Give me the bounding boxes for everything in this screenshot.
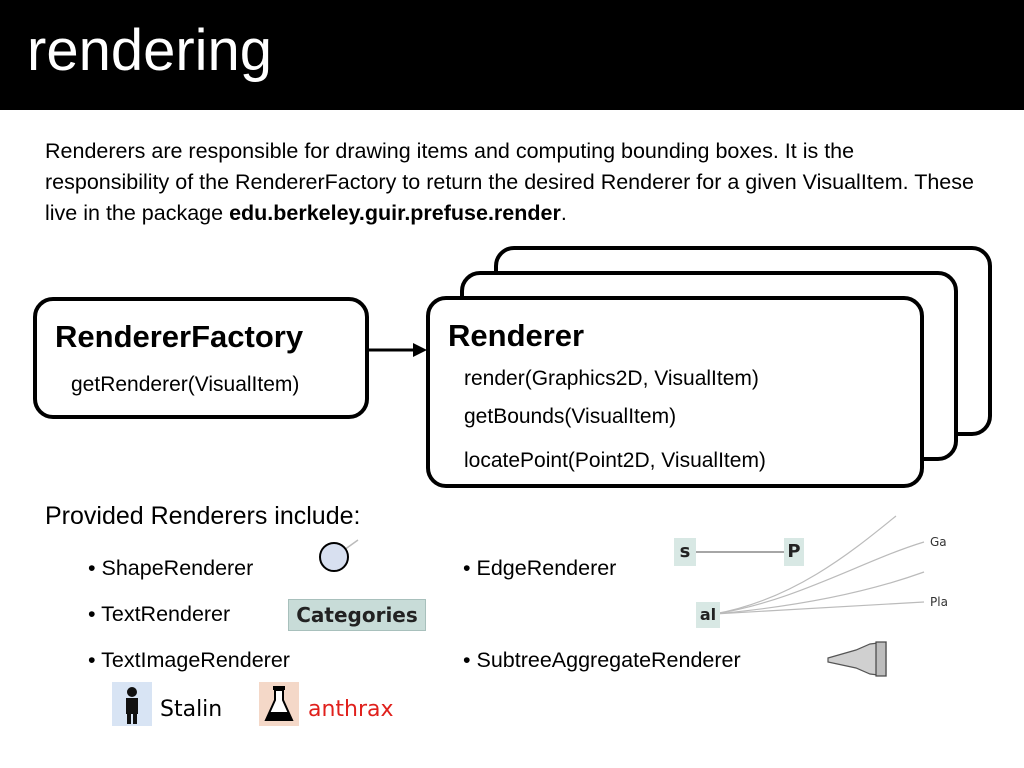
edge-node-p: P [784, 538, 804, 566]
item-subtree-aggregate-renderer: • SubtreeAggregateRenderer [463, 648, 741, 672]
edge-leaf-label-pla: Pla [930, 595, 948, 609]
factory-title: RendererFactory [55, 319, 304, 354]
renderer-factory-box: RendererFactory getRenderer(VisualItem) [33, 297, 369, 419]
intro-text: Renderers are responsible for drawing it… [45, 139, 974, 225]
person-icon [112, 682, 152, 726]
slide-title: rendering [27, 18, 273, 83]
provided-heading: Provided Renderers include: [45, 502, 361, 530]
edge-example-graphic [696, 515, 925, 615]
item-shape-renderer: • ShapeRenderer [88, 556, 254, 580]
item-text-renderer: • TextRenderer [88, 602, 231, 626]
flask-icon [259, 682, 299, 726]
shape-example-icon [319, 539, 359, 572]
intro-end: . [560, 201, 567, 225]
factory-method: getRenderer(VisualItem) [71, 373, 300, 396]
item-text-image-renderer: • TextImageRenderer [88, 648, 290, 672]
package-name: edu.berkeley.guir.prefuse.render [229, 201, 561, 225]
renderer-method-getbounds: getBounds(VisualItem) [464, 405, 677, 428]
edge-leaf-label-ga: Ga [930, 535, 947, 549]
renderer-method-render: render(Graphics2D, VisualItem) [464, 367, 759, 390]
edge-node-al: al [696, 602, 720, 628]
renderer-title: Renderer [448, 318, 585, 353]
edge-node-s: s [674, 538, 696, 566]
text-renderer-example: Categories [288, 599, 426, 631]
renderer-box: Renderer render(Graphics2D, VisualItem) … [426, 296, 924, 488]
item-edge-renderer: • EdgeRenderer [463, 556, 617, 580]
arrow-icon [369, 343, 427, 357]
anthrax-label: anthrax [308, 697, 394, 722]
subtree-aggregate-icon [827, 641, 887, 677]
intro-paragraph: Renderers are responsible for drawing it… [45, 136, 975, 229]
stalin-label: Stalin [160, 697, 223, 722]
renderer-method-locatepoint: locatePoint(Point2D, VisualItem) [464, 449, 766, 472]
title-bar: rendering [0, 0, 1024, 110]
